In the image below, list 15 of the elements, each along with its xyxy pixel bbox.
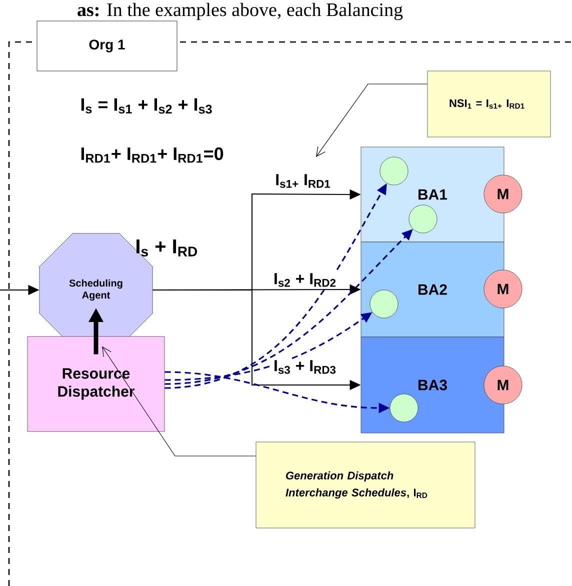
text-line: as: In the examples above, each Balancing bbox=[78, 2, 403, 20]
formula-label: I$_{s}$ = I$_{s1}$ + I$_{s2}$ + I$_{s3}$ bbox=[81, 98, 212, 114]
unit-circle bbox=[390, 394, 418, 422]
leader-line bbox=[316, 84, 428, 157]
unit-circle bbox=[370, 290, 398, 318]
unit-circle bbox=[380, 156, 408, 186]
leader-line bbox=[102, 346, 256, 456]
edge-label: I$_{s1+}$ I$_{RD1}$ bbox=[274, 173, 332, 189]
unit-circle bbox=[408, 204, 438, 234]
edge-label: I$_{s2}$ + I$_{RD2}$ bbox=[272, 272, 338, 288]
title-box: Org 1 bbox=[36, 20, 178, 72]
note-box: Generation Dispatch Interchange Schedules, I$_{RD}$ bbox=[256, 442, 476, 528]
callout-box: NSI$_{1}$ = I$_{s1+}$ I$_{RD1}$ bbox=[427, 70, 551, 138]
formula-label: I$_{RD1}$+ I$_{RD1}$+ I$_{RD1}$=0 bbox=[81, 147, 224, 163]
edge-label: I$_{s3}$ + I$_{RD3}$ bbox=[272, 359, 338, 375]
